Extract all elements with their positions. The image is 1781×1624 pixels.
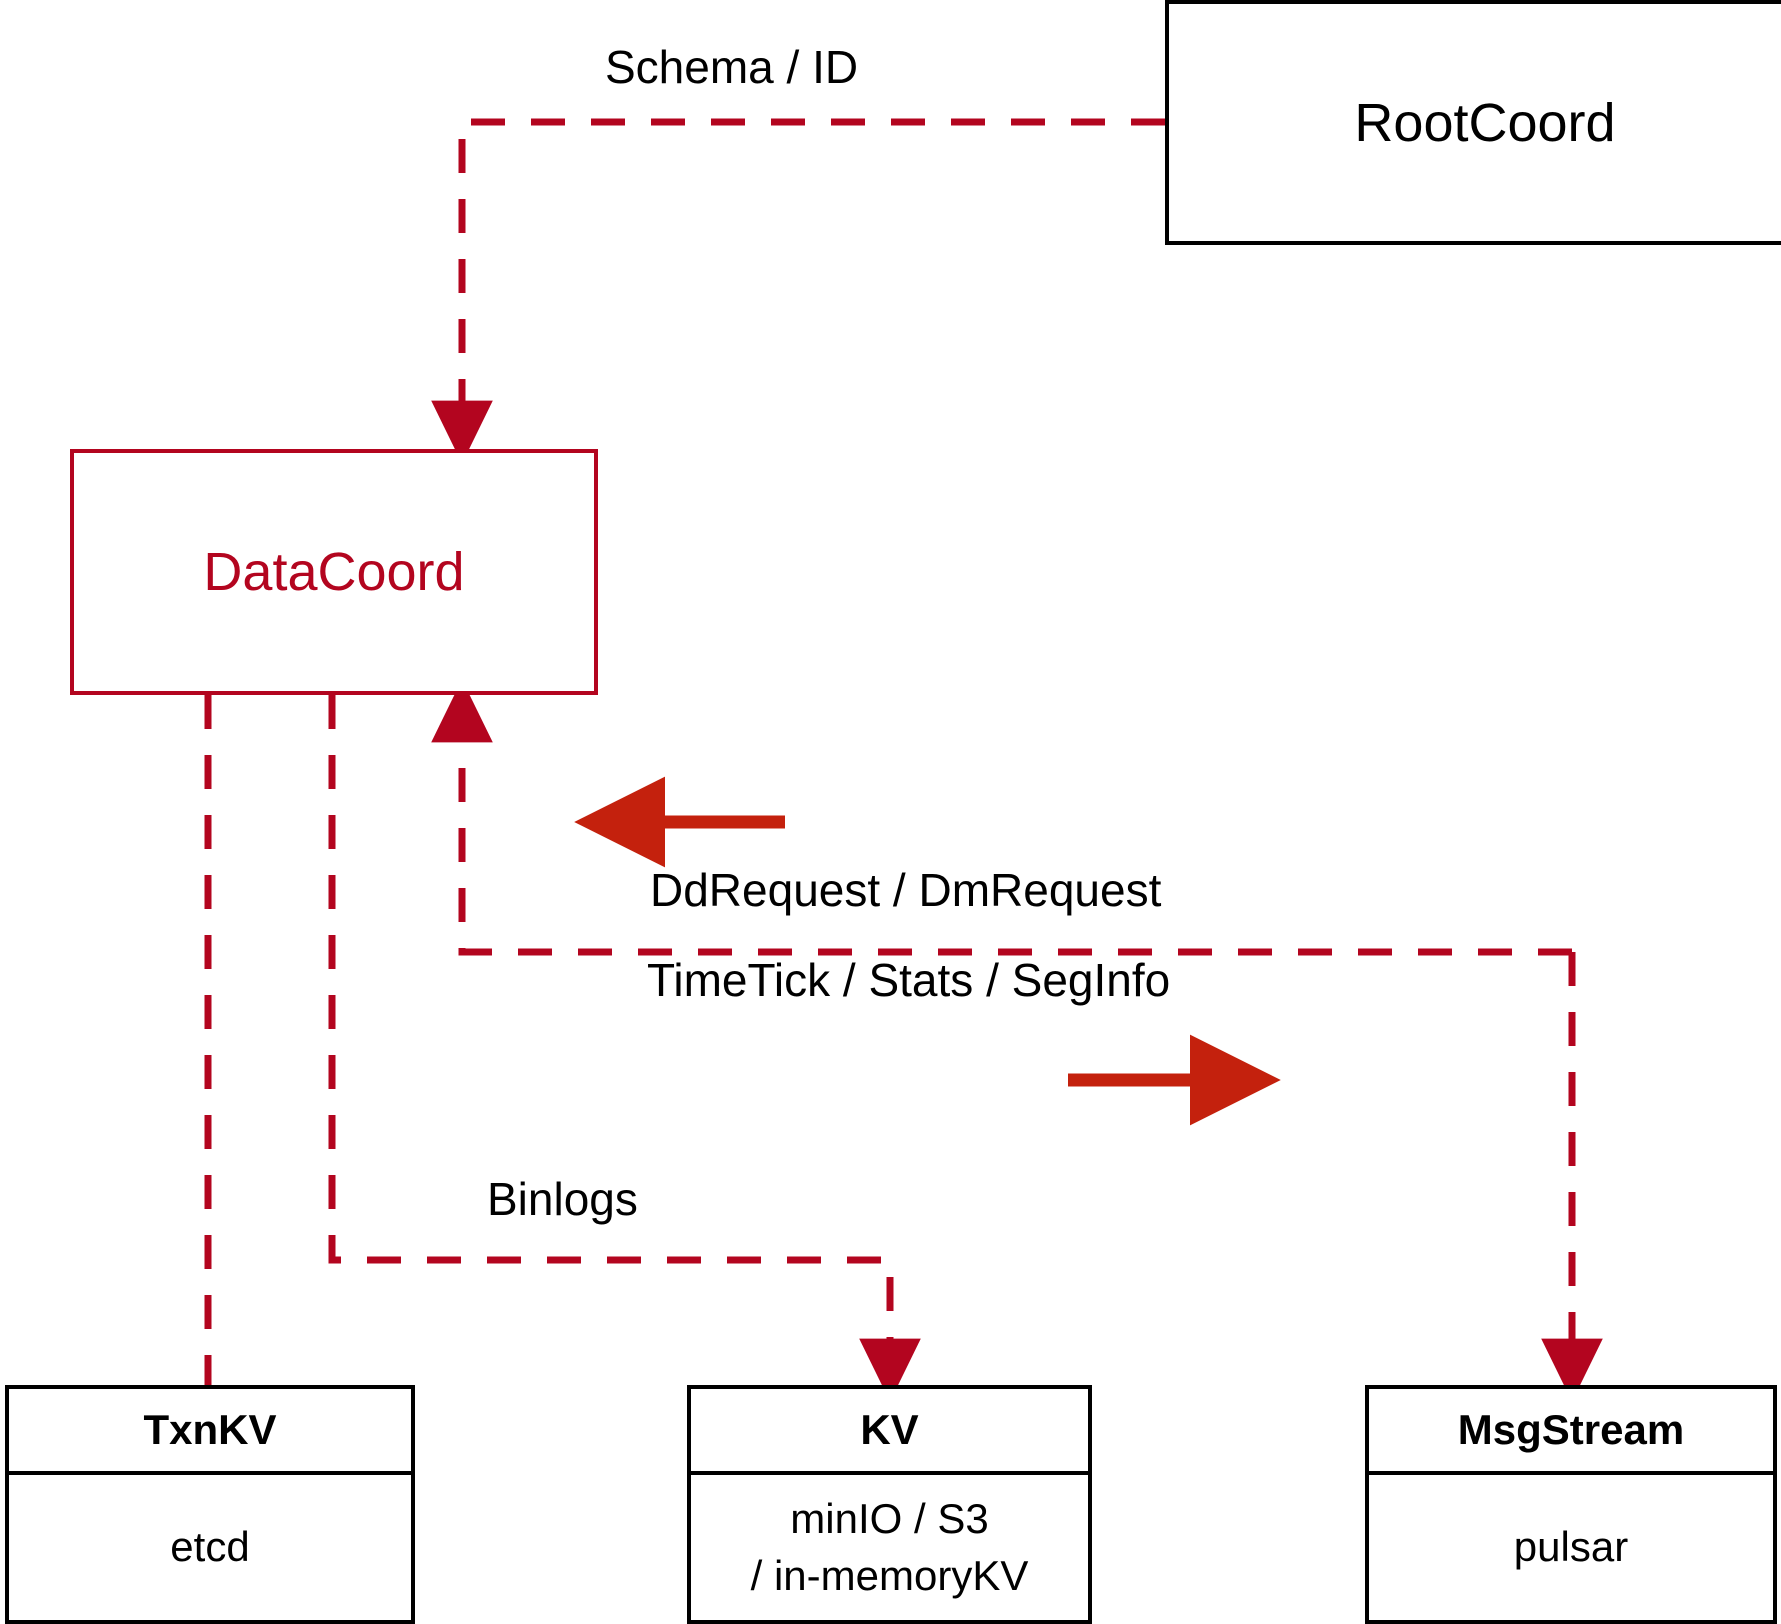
edge-label-timetick-stats-seginfo: TimeTick / Stats / SegInfo xyxy=(647,954,1171,1006)
node-kv[interactable]: KV minIO / S3 / in-memoryKV xyxy=(687,1385,1092,1624)
node-txnkv[interactable]: TxnKV etcd xyxy=(5,1385,415,1624)
node-txnkv-header: TxnKV xyxy=(9,1389,411,1475)
node-kv-body: minIO / S3 / in-memoryKV xyxy=(691,1475,1088,1620)
node-rootcoord-label: RootCoord xyxy=(1354,92,1616,153)
node-kv-header: KV xyxy=(691,1389,1088,1475)
node-txnkv-body-line1: etcd xyxy=(170,1523,250,1571)
edge-msgstream-datacoord xyxy=(431,679,1603,1402)
node-kv-body-line1: minIO / S3 xyxy=(790,1494,989,1542)
edge-label-schema-id: Schema / ID xyxy=(605,41,859,93)
node-datacoord[interactable]: DataCoord xyxy=(70,449,598,695)
edge-label-dd-dm-request: DdRequest / DmRequest xyxy=(650,864,1162,916)
node-txnkv-body: etcd xyxy=(9,1475,411,1620)
node-msgstream-body-line1: pulsar xyxy=(1513,1523,1629,1571)
edge-datacoord-kv-binlogs xyxy=(328,695,921,1402)
edge-schema-id xyxy=(431,118,1165,464)
node-msgstream[interactable]: MsgStream pulsar xyxy=(1365,1385,1777,1624)
node-msgstream-header: MsgStream xyxy=(1369,1389,1773,1475)
edge-label-binlogs: Binlogs xyxy=(487,1173,638,1225)
node-rootcoord[interactable]: RootCoord xyxy=(1165,0,1781,245)
node-datacoord-label: DataCoord xyxy=(203,542,465,602)
node-kv-body-line2: / in-memoryKV xyxy=(750,1551,1029,1599)
node-msgstream-body: pulsar xyxy=(1369,1475,1773,1620)
